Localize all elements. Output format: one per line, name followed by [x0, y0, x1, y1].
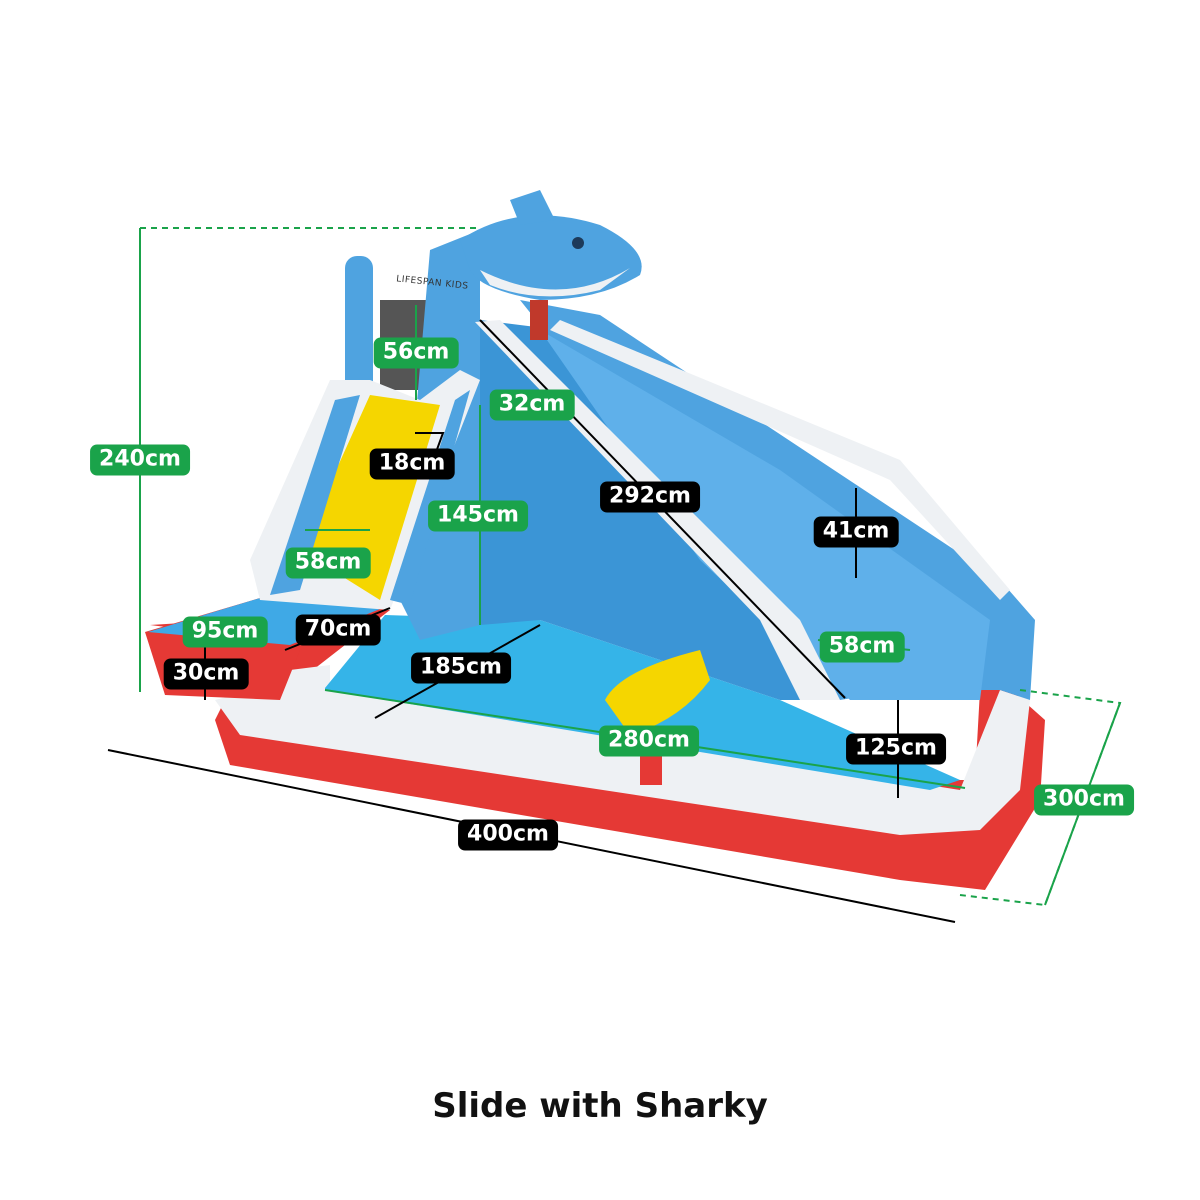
label-step-depth: 95cm — [182, 616, 268, 648]
label-climb-hold: 18cm — [369, 448, 455, 480]
label-total-width: 300cm — [1034, 784, 1134, 816]
label-step-width: 70cm — [295, 614, 381, 646]
label-slide-end-width: 125cm — [846, 733, 946, 765]
label-pool-depth: 185cm — [411, 652, 511, 684]
shark-head — [460, 215, 642, 300]
label-pool-length: 280cm — [599, 725, 699, 757]
label-climb-top-width: 56cm — [373, 337, 459, 369]
label-total-length: 400cm — [458, 819, 558, 851]
label-slide-length: 292cm — [600, 481, 700, 513]
label-total-height: 240cm — [90, 444, 190, 476]
shark-eye — [572, 237, 584, 249]
label-slide-wall-height: 41cm — [813, 516, 899, 548]
slide-lane — [540, 330, 990, 700]
product-title: Slide with Sharky — [432, 1086, 768, 1126]
label-step-height: 30cm — [163, 658, 249, 690]
label-climb-width: 58cm — [285, 547, 371, 579]
tower-left-pillar — [345, 256, 373, 396]
shark-fin — [510, 190, 555, 225]
label-wall-height: 145cm — [428, 500, 528, 532]
label-slide-top-width: 32cm — [489, 389, 575, 421]
label-slide-width: 58cm — [819, 631, 905, 663]
water-cannon — [605, 650, 710, 735]
